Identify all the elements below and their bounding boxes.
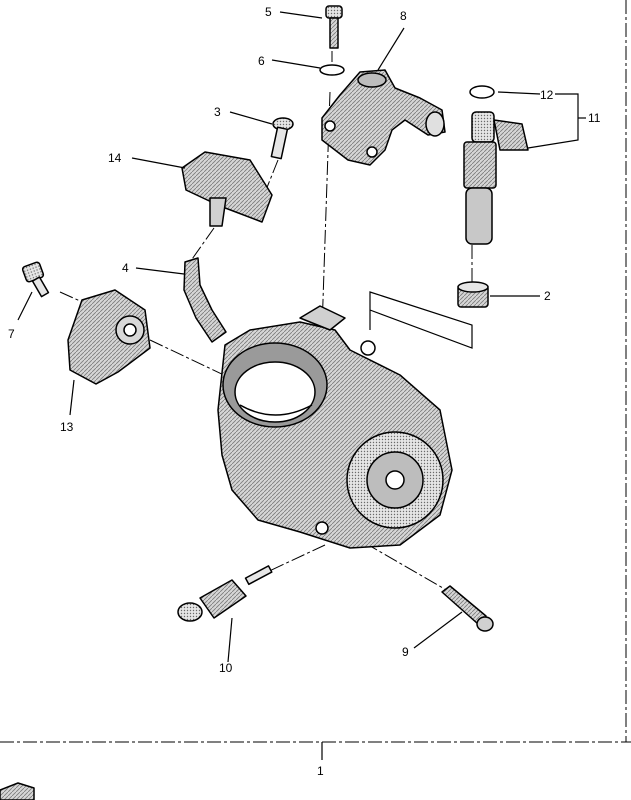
part-13-sensor <box>67 289 151 385</box>
part-11-injector <box>463 111 529 245</box>
assembly-boundary <box>0 0 631 760</box>
callout-10: 10 <box>219 661 233 675</box>
callout-8: 8 <box>400 9 407 23</box>
corner-mark-icon <box>0 782 35 800</box>
part-12-washer <box>469 85 495 99</box>
leader-lines <box>17 11 586 663</box>
callout-13: 13 <box>60 420 74 434</box>
part-10-sensor <box>177 565 273 622</box>
throttle-body <box>217 305 453 549</box>
part-9-screw <box>441 585 494 632</box>
callout-3: 3 <box>214 105 221 119</box>
callout-2: 2 <box>544 289 551 303</box>
callout-12: 12 <box>540 88 554 102</box>
part-6-oring <box>319 64 345 76</box>
callout-4: 4 <box>122 261 129 275</box>
part-5-bolt <box>325 5 343 49</box>
callouts: 5 6 8 3 14 4 7 13 12 11 2 9 10 1 <box>8 5 601 778</box>
part-8-joint <box>321 69 446 166</box>
callout-7: 7 <box>8 327 15 341</box>
callout-9: 9 <box>402 645 409 659</box>
callout-1: 1 <box>317 764 324 778</box>
callout-14: 14 <box>108 151 122 165</box>
part-7-bolt <box>21 261 50 298</box>
part-2-seal <box>457 281 489 308</box>
part-4-hose <box>183 257 227 343</box>
callout-5: 5 <box>265 5 272 19</box>
part-3-screw <box>270 117 294 160</box>
callout-11: 11 <box>588 111 601 125</box>
callout-6: 6 <box>258 54 265 68</box>
part-14-sensor <box>181 151 273 227</box>
